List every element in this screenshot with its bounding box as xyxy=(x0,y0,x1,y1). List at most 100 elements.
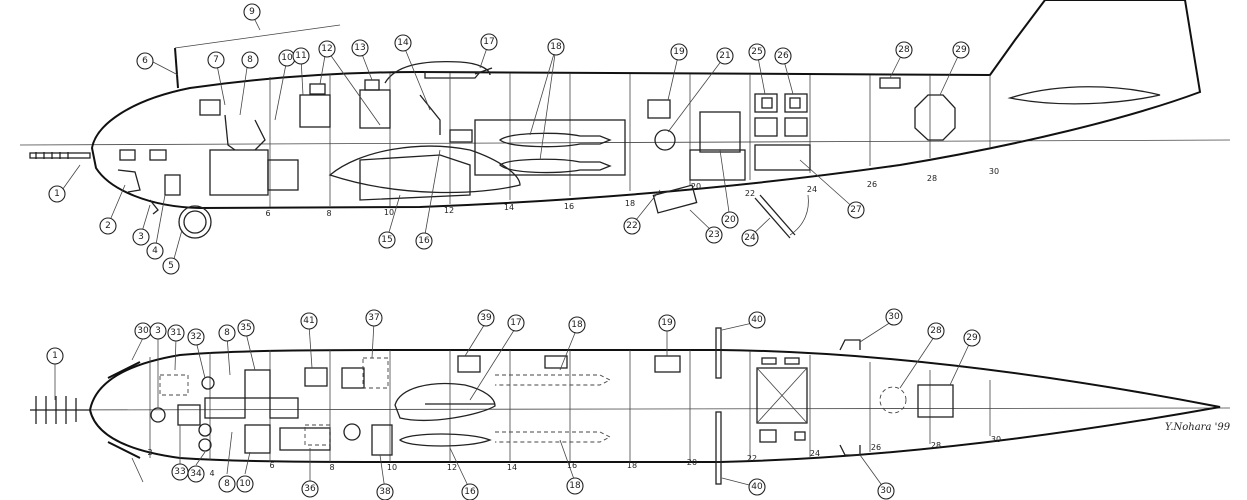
svg-text:3: 3 xyxy=(138,232,144,242)
side-callout-7: 7 xyxy=(207,51,225,69)
plan-callout-1: 1 xyxy=(46,347,64,365)
side-callout-22: 22 xyxy=(623,217,641,235)
side-callout-15: 15 xyxy=(378,231,396,249)
svg-text:1: 1 xyxy=(54,189,60,199)
svg-text:3: 3 xyxy=(155,326,161,336)
side-station-6: 6 xyxy=(265,209,270,218)
plan-callout-34: 34 xyxy=(187,465,205,483)
svg-text:16: 16 xyxy=(464,487,476,497)
plan-callout-32: 32 xyxy=(187,328,205,346)
svg-text:39: 39 xyxy=(480,313,492,323)
svg-text:2: 2 xyxy=(147,448,152,457)
svg-text:6: 6 xyxy=(142,56,148,66)
side-station-10: 10 xyxy=(384,208,394,217)
side-station-22: 22 xyxy=(745,189,755,198)
side-callout-27: 27 xyxy=(847,201,865,219)
plan-callout-8-bottom: 8 xyxy=(218,475,236,493)
side-callout-17: 17 xyxy=(480,33,498,51)
side-station-18: 18 xyxy=(625,199,635,208)
plan-callout-18-top: 18 xyxy=(568,316,586,334)
side-callout-23: 23 xyxy=(705,226,723,244)
plan-callout-16: 16 xyxy=(461,483,479,500)
side-callout-12: 12 xyxy=(318,40,336,58)
side-station-8: 8 xyxy=(326,209,331,218)
side-view xyxy=(19,0,1231,239)
svg-text:19: 19 xyxy=(673,47,685,57)
svg-text:38: 38 xyxy=(379,487,391,497)
plan-callout-40-top: 40 xyxy=(748,311,766,329)
side-callout-13: 13 xyxy=(351,39,369,57)
svg-text:10: 10 xyxy=(239,479,251,489)
side-callout-9: 9 xyxy=(243,3,261,21)
plan-callout-36: 36 xyxy=(301,480,319,498)
plan-callout-35: 35 xyxy=(237,319,255,337)
plan-callout-8-top: 8 xyxy=(218,324,236,342)
svg-text:40: 40 xyxy=(751,315,763,325)
side-callout-1: 1 xyxy=(48,185,66,203)
side-view-stations: 6 8 10 12 14 16 18 20 22 24 26 28 30 xyxy=(265,167,999,218)
side-callout-18: 18 xyxy=(547,38,565,56)
plan-callout-38: 38 xyxy=(376,483,394,500)
svg-text:14: 14 xyxy=(397,38,409,48)
plan-callout-33: 33 xyxy=(171,463,189,481)
svg-text:5: 5 xyxy=(168,261,174,271)
svg-text:28: 28 xyxy=(930,326,942,336)
plan-callout-29: 29 xyxy=(963,329,981,347)
svg-text:26: 26 xyxy=(777,51,789,61)
plan-callout-2: 2 xyxy=(147,448,152,457)
plan-station-26: 26 xyxy=(871,443,881,452)
plan-callout-41: 41 xyxy=(300,312,318,330)
svg-text:30: 30 xyxy=(880,486,892,496)
svg-text:29: 29 xyxy=(955,45,967,55)
side-callout-6: 6 xyxy=(136,52,154,70)
plan-callout-30-bottom-right: 30 xyxy=(877,482,895,500)
side-station-12: 12 xyxy=(444,206,454,215)
plan-callout-30-top-right: 30 xyxy=(885,308,903,326)
side-callout-2: 2 xyxy=(99,217,117,235)
side-callout-4: 4 xyxy=(146,242,164,260)
svg-text:30: 30 xyxy=(888,312,900,322)
side-callout-3: 3 xyxy=(132,228,150,246)
svg-text:30: 30 xyxy=(137,326,149,336)
side-callout-8: 8 xyxy=(241,51,259,69)
plan-callout-3: 3 xyxy=(149,322,167,340)
svg-text:20: 20 xyxy=(724,215,736,225)
side-station-30: 30 xyxy=(989,167,999,176)
plan-station-10: 10 xyxy=(387,463,397,472)
plan-callout-40-bottom: 40 xyxy=(748,478,766,496)
side-callout-26: 26 xyxy=(774,47,792,65)
plan-station-12: 12 xyxy=(447,463,457,472)
svg-text:8: 8 xyxy=(247,55,253,65)
side-callout-10: 10 xyxy=(278,49,296,67)
plan-view-stations: 4 6 8 10 12 14 16 18 20 22 24 26 28 30 xyxy=(209,435,1001,478)
svg-text:18: 18 xyxy=(571,320,583,330)
side-fuselage-outline xyxy=(90,0,1202,210)
svg-text:31: 31 xyxy=(170,328,181,338)
svg-text:18: 18 xyxy=(569,481,581,491)
svg-text:8: 8 xyxy=(224,479,230,489)
plan-callout-10: 10 xyxy=(236,475,254,493)
side-callout-20: 20 xyxy=(721,211,739,229)
svg-text:33: 33 xyxy=(174,467,185,477)
svg-text:4: 4 xyxy=(152,246,158,256)
side-callout-19: 19 xyxy=(670,43,688,61)
svg-text:13: 13 xyxy=(354,43,365,53)
plan-fuselage-outline xyxy=(88,349,1221,463)
svg-text:32: 32 xyxy=(190,332,201,342)
side-callout-21: 21 xyxy=(716,47,734,65)
svg-text:12: 12 xyxy=(321,44,332,54)
side-callout-5: 5 xyxy=(162,257,180,275)
plan-station-18: 18 xyxy=(627,461,637,470)
plan-callout-19: 19 xyxy=(658,314,676,332)
svg-text:16: 16 xyxy=(418,236,430,246)
svg-text:29: 29 xyxy=(966,333,978,343)
plan-callout-31: 31 xyxy=(167,324,185,342)
side-view-callouts: 1 2 3 4 5 6 7 8 9 10 11 12 13 14 15 16 1… xyxy=(48,3,970,275)
svg-text:19: 19 xyxy=(661,318,673,328)
side-callout-11: 11 xyxy=(292,47,310,65)
svg-text:10: 10 xyxy=(281,53,293,63)
plan-station-6: 6 xyxy=(269,461,274,470)
side-callout-25: 25 xyxy=(748,43,766,61)
side-callout-28: 28 xyxy=(895,41,913,59)
svg-text:23: 23 xyxy=(708,230,719,240)
